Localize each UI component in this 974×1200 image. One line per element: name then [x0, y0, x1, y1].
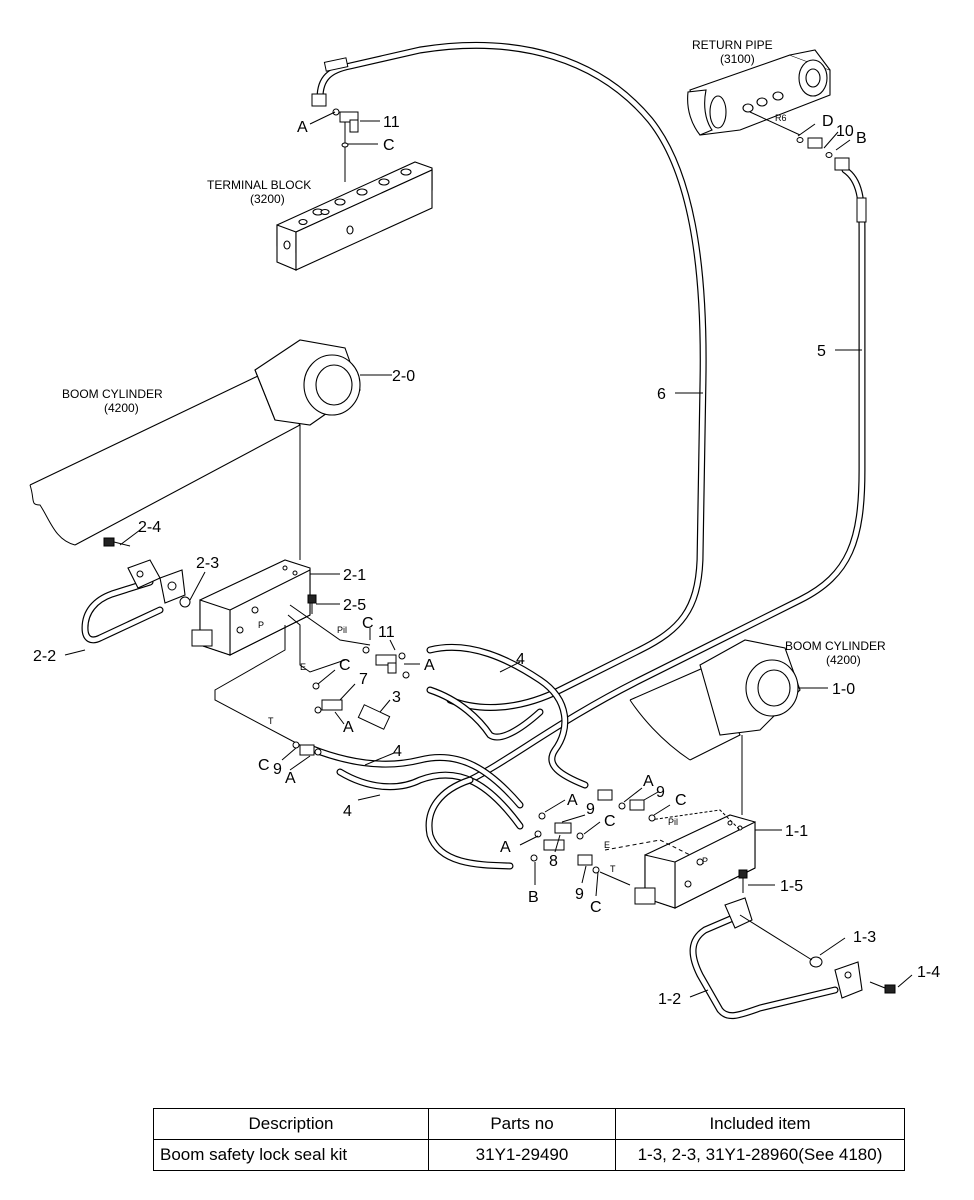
- callout-9-left: 9: [273, 761, 282, 778]
- fitting-7: [312, 682, 343, 714]
- callout-7: 7: [359, 671, 368, 688]
- callout-1-5: 1-5: [780, 878, 803, 895]
- port-mark-p-left: P: [258, 620, 264, 630]
- port-mark-r6: R6: [775, 113, 787, 123]
- callout-2-2: 2-2: [33, 648, 56, 665]
- letter-c-mid2: C: [339, 657, 351, 674]
- pipe-1-2: [689, 869, 896, 1020]
- letter-a-mid1: A: [424, 657, 435, 674]
- callout-11-top: 11: [383, 114, 400, 131]
- connection-letters: A C D B C A C A C A A A C C A B C: [258, 113, 867, 916]
- letter-a-lower2: A: [643, 773, 654, 790]
- bolt-1-5: [738, 869, 748, 893]
- safety-valve-left: [191, 559, 371, 746]
- bolt-2-5: [307, 594, 317, 614]
- hose-6-end-fitting: [311, 93, 327, 107]
- callout-4-upper: 4: [516, 651, 525, 668]
- callout-11-mid: 11: [378, 624, 395, 641]
- terminal-block-name: TERMINAL BLOCK: [207, 178, 311, 192]
- return-pipe-ref: (3100): [720, 52, 755, 66]
- callout-8: 8: [549, 853, 558, 870]
- hydraulic-parts-diagram: TERMINAL BLOCK (3200) RETURN PIPE (3100)…: [29, 38, 940, 1020]
- letter-c-lower1: C: [675, 792, 687, 809]
- cell-included-item: 1-3, 2-3, 31Y1-28960(See 4180): [615, 1139, 905, 1171]
- letter-c-top: C: [383, 137, 395, 154]
- letter-c-lower3: C: [590, 899, 602, 916]
- callout-10: 10: [836, 123, 854, 140]
- boom-cylinder-left-name: BOOM CYLINDER: [62, 387, 163, 401]
- callout-9-middle: 9: [586, 801, 595, 818]
- callout-9-lower: 9: [575, 886, 584, 903]
- port-mark-pil-right: Pil: [668, 817, 678, 827]
- callout-4-middle: 4: [393, 743, 402, 760]
- letter-c-lower2: C: [604, 813, 616, 830]
- callout-1-1: 1-1: [785, 823, 808, 840]
- callout-1-2: 1-2: [658, 991, 681, 1008]
- boom-cylinder-right-name: BOOM CYLINDER: [785, 639, 886, 653]
- port-mark-e-left: E: [300, 662, 306, 672]
- hose-6: [316, 41, 707, 711]
- callout-6: 6: [657, 386, 666, 403]
- letter-b-lower: B: [528, 889, 539, 906]
- safety-valve-right: [599, 809, 756, 909]
- port-mark-t-right: T: [610, 864, 616, 874]
- return-pipe: [687, 49, 850, 171]
- letter-c-left: C: [258, 757, 270, 774]
- letter-d: D: [822, 113, 834, 130]
- callout-1-0: 1-0: [832, 681, 855, 698]
- header-description: Description: [153, 1108, 429, 1140]
- bolt-2-4: [103, 537, 131, 547]
- letter-a-mid2: A: [343, 719, 354, 736]
- boom-cylinder-right-ref: (4200): [826, 653, 861, 667]
- callout-2-0: 2-0: [392, 368, 415, 385]
- boom-cylinder-left: [29, 339, 392, 560]
- callout-5: 5: [817, 343, 826, 360]
- hose-5: [466, 166, 867, 784]
- parts-table: Description Parts no Included item Boom …: [153, 1108, 905, 1171]
- callout-labels: 2-0 2-1 2-2 2-3 2-4 2-5 1-0 1-1 1-2 1-3 …: [33, 114, 940, 1008]
- bolt-1-4: [869, 981, 896, 994]
- check-valve-3: [357, 704, 391, 730]
- hose-4-lower: [306, 744, 524, 870]
- port-mark-t-left: T: [268, 716, 274, 726]
- pipe-2-2: [81, 537, 317, 644]
- return-pipe-name: RETURN PIPE: [692, 38, 773, 52]
- letter-a-left: A: [285, 770, 296, 787]
- callout-1-3: 1-3: [853, 929, 876, 946]
- callout-2-3: 2-3: [196, 555, 219, 572]
- port-mark-pil-left: Pil: [337, 625, 347, 635]
- callout-4-lower: 4: [343, 803, 352, 820]
- letter-a-lower3: A: [500, 839, 511, 856]
- port-mark-e-right: E: [604, 840, 610, 850]
- letter-c-mid1: C: [362, 615, 374, 632]
- callout-1-4: 1-4: [917, 964, 940, 981]
- terminal-block: [276, 118, 433, 271]
- callout-2-1: 2-1: [343, 567, 366, 584]
- table-row: Boom safety lock seal kit 31Y1-29490 1-3…: [153, 1139, 905, 1171]
- letter-b-top: B: [856, 130, 867, 147]
- hose-4-upper: [426, 643, 589, 789]
- fittings-9-left: [292, 741, 322, 756]
- boom-cylinder-right: [629, 639, 828, 815]
- boom-cylinder-left-ref: (4200): [104, 401, 139, 415]
- tee-fitting-11-mid: [362, 646, 410, 679]
- callout-2-4: 2-4: [138, 519, 161, 536]
- letter-a-lower1: A: [567, 792, 578, 809]
- parts-table-header-row: Description Parts no Included item: [153, 1108, 905, 1140]
- port-mark-p-right: P: [702, 856, 708, 866]
- callout-3: 3: [392, 689, 401, 706]
- cell-description: Boom safety lock seal kit: [153, 1139, 429, 1171]
- terminal-block-ref: (3200): [250, 192, 285, 206]
- tee-fitting-11-top: [332, 108, 359, 148]
- callout-2-5: 2-5: [343, 597, 366, 614]
- fittings-lower-middle: [530, 789, 656, 874]
- header-included-item: Included item: [615, 1108, 905, 1140]
- terminal-block-ports: [283, 168, 412, 250]
- header-parts-no: Parts no: [428, 1108, 616, 1140]
- callout-9-right: 9: [656, 784, 665, 801]
- leader-lines: [64, 111, 913, 998]
- cell-parts-no: 31Y1-29490: [428, 1139, 616, 1171]
- letter-a-top: A: [297, 119, 308, 136]
